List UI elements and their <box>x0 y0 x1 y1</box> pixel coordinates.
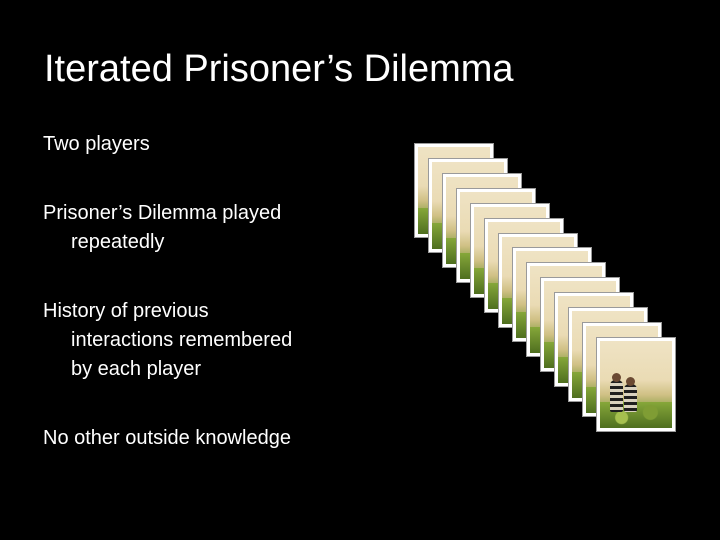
slide-title: Iterated Prisoner’s Dilemma <box>44 48 514 90</box>
prisoner-figure <box>624 377 637 413</box>
bullet-text: History of previous <box>43 300 209 322</box>
bullet-item: Two players <box>43 130 373 159</box>
bullet-item: Prisoner’s Dilemma played repeatedly <box>43 199 373 257</box>
prisoner-figure <box>610 373 623 413</box>
bullet-item: No other outside knowledge <box>43 424 373 453</box>
bullet-text: Prisoner’s Dilemma played <box>43 202 282 224</box>
bullet-text: Two players <box>43 133 150 155</box>
bullet-text-continuation: by each player <box>71 358 202 380</box>
prisoner-photo <box>600 341 672 428</box>
bullet-item: History of previous interactions remembe… <box>43 297 373 384</box>
bullet-text-continuation: repeatedly <box>71 231 165 253</box>
prisoner-photo-card <box>596 337 676 432</box>
bullet-text-continuation: interactions remembered <box>71 329 293 351</box>
bullet-text: No other outside knowledge <box>43 427 291 449</box>
